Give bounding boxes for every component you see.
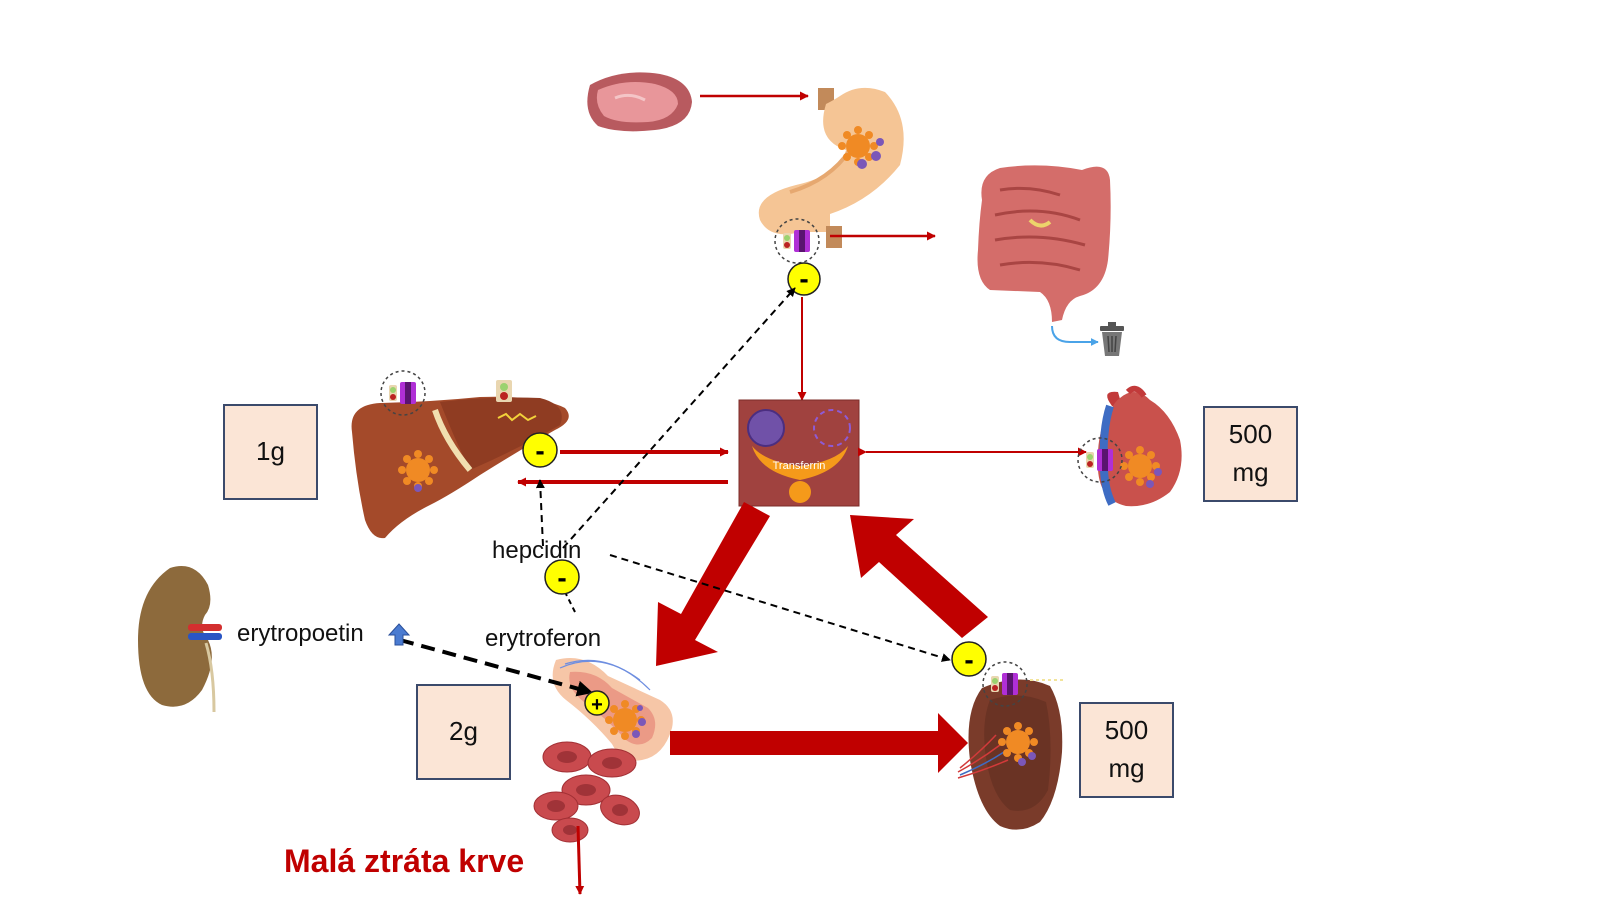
blood-loss-label: Malá ztráta krve (284, 843, 525, 879)
erytroferon-to-hepcidin-line (565, 593, 576, 613)
liver-inhibition-sign: - (522, 432, 558, 468)
plus-sign: + (591, 694, 603, 716)
minus-sign: - (799, 263, 808, 294)
liver-store-box: 1g (223, 404, 318, 500)
spleen-store-box: 500 mg (1079, 702, 1174, 798)
minus-sign: - (535, 435, 544, 466)
excretion-arrow (1051, 325, 1099, 346)
spleen-to-transferrin-arrow (850, 515, 988, 638)
heart-store-box: 500 mg (1203, 406, 1298, 502)
hepcidin-inhibition-sign: - (544, 559, 580, 595)
hepcidin-to-stomach-arrow (562, 287, 796, 549)
meat-icon (587, 72, 692, 132)
spleen-store-value: 500 (1104, 715, 1149, 746)
intestine-icon (977, 165, 1111, 322)
kidney-icon (138, 566, 222, 713)
liver-icon (351, 396, 569, 539)
erytropoetin-label: erytropoetin (237, 620, 364, 647)
transferrin-label: Transferrin (773, 460, 826, 472)
marrow-stimulation-sign: + (584, 690, 610, 716)
erytropoetin-to-marrow-arrow (399, 638, 594, 697)
minus-sign: - (557, 562, 566, 593)
spleen-store-unit: mg (1108, 753, 1145, 783)
trash-icon (1100, 322, 1124, 356)
erytroferon-label: erytroferon (485, 625, 602, 652)
spleen-inhibition-sign: - (951, 641, 987, 677)
hepcidin-label: hepcidin (492, 537, 582, 564)
stomach-icon (758, 87, 904, 248)
marrow-store-value: 2g (449, 716, 478, 747)
up-arrow-icon (387, 623, 411, 646)
blood-loss-arrow (575, 825, 585, 895)
heart-store-unit: mg (1232, 457, 1269, 487)
liver-store-value: 1g (256, 436, 285, 467)
marrow-to-spleen-arrow (670, 713, 968, 773)
transferrin-icon: Transferrin (738, 399, 860, 507)
heart-store-value: 500 (1228, 419, 1273, 450)
minus-sign: - (964, 644, 973, 675)
stomach-inhibition-sign: - (787, 262, 821, 296)
transferrin-to-marrow-arrow (656, 502, 770, 666)
marrow-store-box: 2g (416, 684, 511, 780)
hepatocyte-receptor-icon (496, 380, 537, 422)
